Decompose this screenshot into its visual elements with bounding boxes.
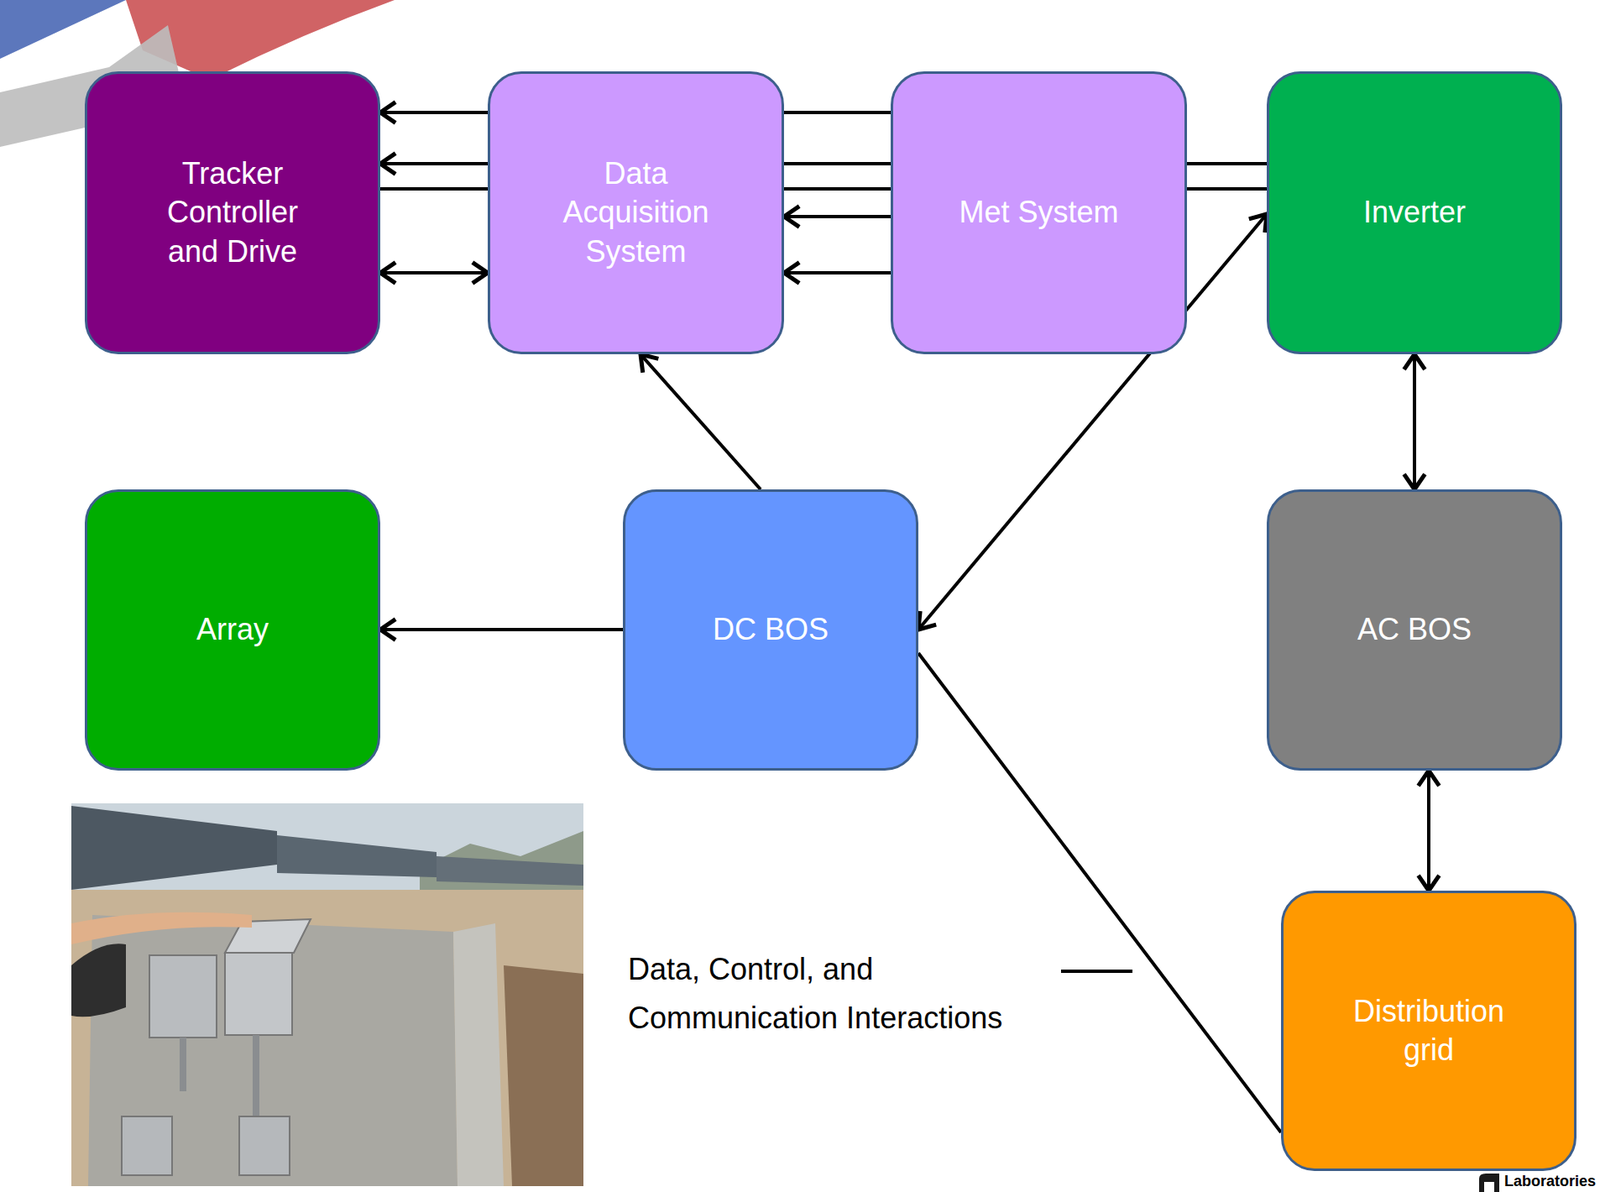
photo-ground: [71, 889, 584, 1187]
connector-line: [380, 271, 488, 275]
process-box: AC BOS: [1266, 489, 1563, 771]
node-label: AC BOS: [1357, 610, 1472, 649]
logo-mark: [1479, 1173, 1500, 1192]
connector-line: [1412, 354, 1417, 490]
legend-line-sample: [1061, 969, 1133, 973]
arrowhead: [640, 354, 659, 373]
connector: [380, 619, 623, 641]
node-label: DC BOS: [712, 610, 829, 649]
arrowhead: [784, 262, 800, 284]
arrowhead: [784, 206, 800, 228]
array-box: Array: [84, 489, 381, 771]
node-label: Inverter: [1363, 193, 1466, 232]
arrowhead: [380, 153, 396, 175]
node-label: Data Acquisition System: [548, 154, 725, 271]
logo-blue: [0, 0, 126, 59]
node-label: Tracker Controller and Drive: [144, 154, 321, 271]
arrowhead: [1418, 875, 1440, 891]
connector-line: [1427, 770, 1431, 891]
legend-text: Data, Control, and Communication Interac…: [627, 945, 1048, 1042]
connector: [784, 206, 891, 228]
arrowhead: [918, 611, 936, 630]
photo-panel: [277, 835, 437, 878]
arrowhead: [472, 262, 488, 284]
grid-box: Distribution grid: [1281, 890, 1577, 1172]
inverter-box: Inverter: [1266, 71, 1563, 355]
node-label: Distribution grid: [1340, 992, 1517, 1070]
photo-box: [224, 952, 293, 1036]
node-label: Met System: [958, 193, 1119, 232]
arrowhead: [1404, 474, 1426, 490]
photo-soil: [503, 965, 584, 1187]
connector-line: [784, 214, 891, 219]
photo-arm: [71, 912, 252, 945]
photo-wall: [453, 923, 504, 1187]
connector-line: [640, 354, 761, 490]
connector: [1418, 770, 1440, 891]
arrowhead: [380, 102, 396, 124]
photo-wall: [88, 915, 458, 1187]
photo-conduit: [252, 1035, 260, 1117]
connector: [1404, 354, 1426, 490]
photo-panel: [436, 856, 584, 886]
connector: [918, 653, 1282, 1133]
photo-box: [149, 955, 217, 1038]
arrowhead: [1404, 354, 1426, 370]
arrowhead: [380, 619, 396, 641]
photo-person: [71, 943, 126, 1017]
photo-conduit: [179, 1037, 187, 1092]
tracker-box: Tracker Controller and Drive: [84, 71, 381, 355]
process-box: DC BOS: [622, 489, 919, 771]
connector-line: [918, 653, 1282, 1133]
photo-mountain: [419, 831, 584, 890]
node-label: Array: [196, 610, 269, 649]
connector: [784, 262, 891, 284]
photo-panel: [71, 805, 278, 890]
connector-line: [784, 271, 891, 275]
photo-box: [121, 1116, 173, 1176]
process-box: Met System: [890, 71, 1187, 355]
connector-line: [380, 627, 623, 632]
photo-box: [239, 1116, 290, 1176]
arrowhead: [1249, 214, 1267, 233]
arrowhead: [380, 262, 396, 284]
connector: [640, 354, 761, 490]
photo-sky: [71, 803, 584, 1187]
process-box: Data Acquisition System: [487, 71, 785, 355]
logo-text: Laboratories: [1504, 1172, 1596, 1191]
arrowhead: [1418, 770, 1440, 786]
connector: [380, 262, 488, 284]
